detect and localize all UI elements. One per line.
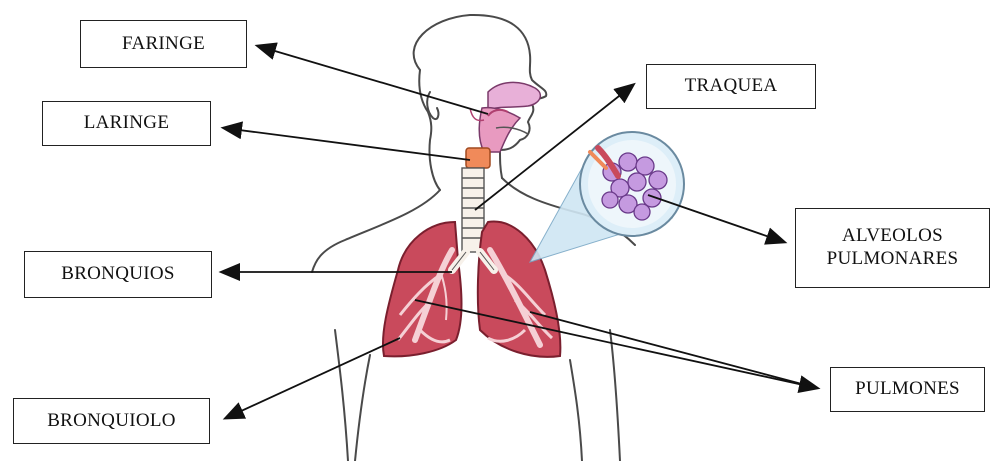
- label-faringe: FARINGE: [80, 20, 247, 68]
- label-faringe-text: FARINGE: [122, 33, 205, 56]
- label-traquea: TRAQUEA: [646, 64, 816, 109]
- arrow-pulmones-left: [415, 300, 817, 388]
- arrow-bronquiolo: [226, 338, 400, 418]
- label-bronquiolo-text: BRONQUIOLO: [47, 410, 176, 433]
- label-traquea-text: TRAQUEA: [685, 75, 778, 98]
- larynx-shape: [466, 148, 490, 168]
- label-bronquios-text: BRONQUIOS: [61, 263, 175, 286]
- label-laringe-text: LARINGE: [84, 112, 169, 135]
- label-alveolos-line2: PULMONARES: [827, 248, 959, 271]
- label-pulmones-text: PULMONES: [855, 378, 960, 401]
- label-bronquiolo: BRONQUIOLO: [13, 398, 210, 444]
- label-pulmones: PULMONES: [830, 367, 985, 412]
- label-laringe: LARINGE: [42, 101, 211, 146]
- label-alveolos-pulmonares: ALVEOLOS PULMONARES: [795, 208, 990, 288]
- label-bronquios: BRONQUIOS: [24, 251, 212, 298]
- left-lung-shape: [383, 222, 462, 356]
- label-alveolos-line1: ALVEOLOS: [842, 225, 943, 248]
- arrow-faringe: [258, 46, 488, 114]
- alveoli-magnifier: [580, 132, 684, 236]
- arrow-laringe: [224, 128, 470, 160]
